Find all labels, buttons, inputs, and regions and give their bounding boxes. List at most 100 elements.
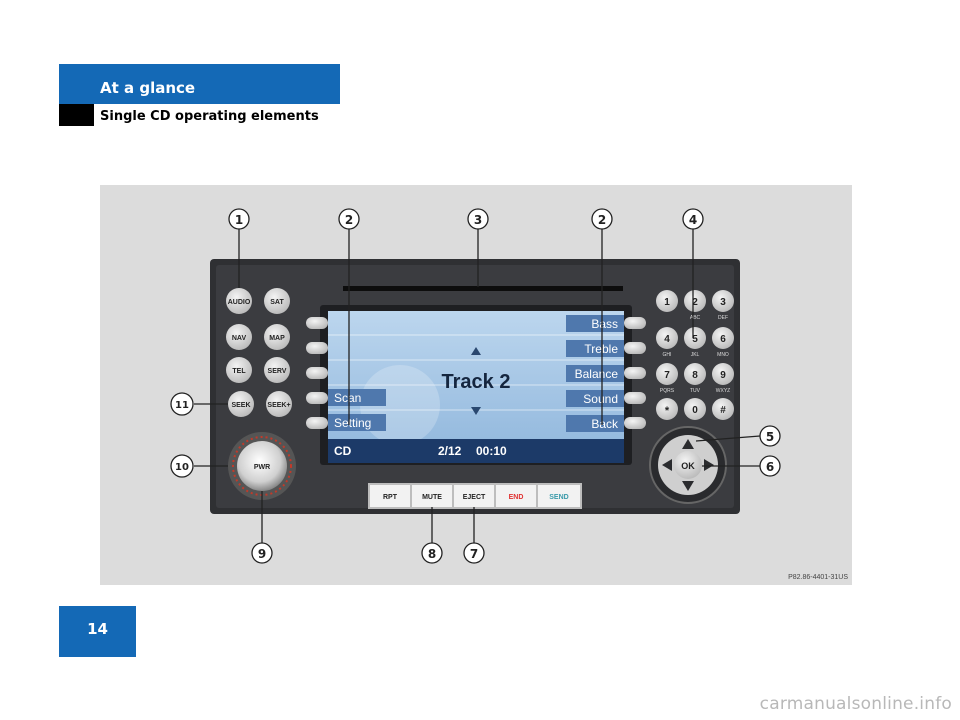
map-button-label: MAP [269,335,285,342]
svg-text:GHI: GHI [663,352,672,358]
status-time: 00:10 [476,444,507,458]
status-bar [328,439,624,463]
svg-text:TUV: TUV [690,388,701,394]
seek-up-label: SEEK+ [267,402,290,409]
send-button: SEND [538,485,580,507]
direction-pad: OK [649,426,727,504]
softkey-balance: Balance [575,367,619,381]
power-knob-label: PWR [254,464,270,471]
callout-4: 4 [682,208,704,230]
tel-button: TEL [226,357,252,383]
svg-text:8: 8 [428,547,436,561]
callout-7: 7 [463,542,485,564]
svg-text:MUTE: MUTE [422,494,442,501]
right-softkeys [624,317,646,429]
callout-1: 1 [228,208,250,230]
page-number: 14 [87,620,108,638]
callout-3: 3 [467,208,489,230]
svg-text:END: END [509,494,524,501]
status-source: CD [334,444,352,458]
rpt-button: RPT [370,485,410,507]
callout-6: 6 [759,455,781,477]
callout-2-left: 2 [338,208,360,230]
svg-text:7: 7 [470,547,478,561]
figure-code: P82.86-4401-31US [788,574,848,581]
softkey-back: Back [591,417,619,431]
sat-button: SAT [264,288,290,314]
leader-lines [194,229,761,543]
svg-text:6: 6 [766,460,774,474]
header-marker [59,104,94,126]
ok-label: OK [681,461,695,471]
serv-button-label: SERV [268,368,287,375]
svg-text:1: 1 [235,213,243,227]
bottom-buttons: RPT MUTE EJECT END SEND [368,483,582,509]
callout-5: 5 [759,425,781,447]
mute-button: MUTE [412,485,452,507]
softkey-sound: Sound [583,392,618,406]
nav-button: NAV [226,324,252,350]
key-1: 1 [656,290,678,312]
svg-text:RPT: RPT [383,494,398,501]
down-arrow-icon [471,407,481,415]
softkey-bass: Bass [591,317,618,331]
svg-text:9: 9 [258,547,266,561]
track-title: Track 2 [442,371,511,393]
svg-text:8: 8 [692,370,698,381]
softkey-scan: Scan [334,391,361,405]
left-softkeys [306,317,328,429]
svg-text:0: 0 [692,405,698,416]
left-button-panel: AUDIO SAT NAV MAP TEL SERV SEEK SEEK+ [226,288,292,417]
eject-button: EJECT [454,485,494,507]
svg-text:2: 2 [345,213,353,227]
svg-text:6: 6 [720,334,726,345]
svg-text:11: 11 [175,400,189,411]
svg-text:EJECT: EJECT [463,494,486,501]
status-track: 2/12 [438,444,462,458]
nav-button-label: NAV [232,335,247,342]
display-screen [328,311,624,463]
svg-text:JKL: JKL [691,352,700,358]
callouts: 1 2 3 2 4 5 6 7 8 9 10 11 [170,208,781,564]
svg-text:5: 5 [692,334,698,345]
svg-text:DEF: DEF [718,315,728,321]
svg-text:7: 7 [664,370,670,381]
svg-text:2: 2 [598,213,606,227]
map-button: MAP [264,324,290,350]
section-title: At a glance [100,79,196,97]
svg-text:3: 3 [720,297,726,308]
section-subtitle: Single CD operating elements [100,109,319,124]
key-hash: # [712,398,734,420]
audio-button-label: AUDIO [228,299,251,306]
pad-left-icon [662,459,672,471]
callout-11: 11 [170,392,194,416]
svg-text:4: 4 [689,213,697,227]
softkey-setting: Setting [334,416,371,430]
end-button: END [496,485,536,507]
up-arrow-icon [471,347,481,355]
audio-button: AUDIO [226,288,252,314]
callout-2-right: 2 [591,208,613,230]
callout-9: 9 [251,542,273,564]
svg-text:MNO: MNO [717,352,729,358]
key-star: * [656,398,678,420]
svg-text:4: 4 [664,334,670,345]
seek-down-button: SEEK [228,391,254,417]
svg-text:ABC: ABC [690,315,701,321]
pad-down-icon [682,481,694,491]
key-0: 0 [684,398,706,420]
pad-right-icon [704,459,714,471]
header-bar [59,64,340,104]
svg-text:SEND: SEND [549,494,568,501]
svg-text:1: 1 [664,297,670,308]
callout-10: 10 [170,454,194,478]
tel-button-label: TEL [232,368,246,375]
svg-text:3: 3 [474,213,482,227]
